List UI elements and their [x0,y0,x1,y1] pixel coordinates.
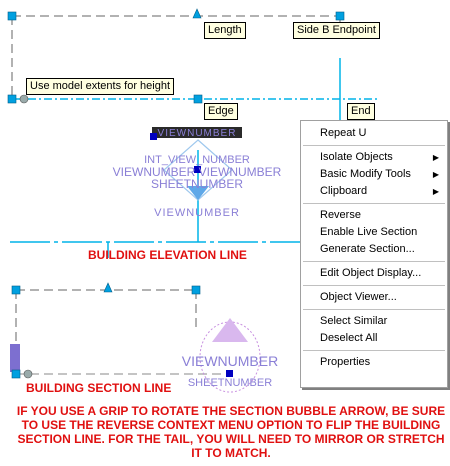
submenu-arrow-icon: ▶ [432,170,439,179]
menu-separator [303,350,445,351]
menu-separator [303,309,445,310]
menu-item-label: Isolate Objects [320,151,393,163]
building-elevation-line-label: BUILDING ELEVATION LINE [88,248,247,262]
menu-separator [303,261,445,262]
building-section-line-label: BUILDING SECTION LINE [26,381,172,395]
menu-item-object-viewer[interactable]: Object Viewer... [301,289,447,306]
submenu-arrow-icon: ▶ [432,153,439,162]
menu-item-label: Repeat U [320,127,367,139]
elevation-symbol [150,127,242,201]
menu-item-label: Reverse [320,209,361,221]
menu-item-label: Generate Section... [320,243,415,255]
elevation-tag-top: VIEWNUMBER [158,128,237,139]
menu-item-clipboard[interactable]: Clipboard ▶ [301,183,447,200]
section-tag-sheet: SHEETNUMBER [188,377,272,389]
submenu-arrow-icon: ▶ [432,187,439,196]
section-tag-view: VIEWNUMBER [182,353,278,369]
elevation-tag-int: INT_VIEW_NUMBER [144,154,250,166]
length-tooltip: Length [204,22,246,39]
menu-separator [303,145,445,146]
menu-item-label: Enable Live Section [320,226,418,238]
side-b-endpoint-tooltip: Side B Endpoint [293,22,380,39]
section-bubble [10,318,261,393]
menu-item-properties[interactable]: Properties [301,354,447,371]
menu-item-deselect-all[interactable]: Deselect All [301,330,447,347]
menu-separator [303,203,445,204]
elevation-tag-sheet: SHEETNUMBER [151,177,243,191]
menu-item-repeat[interactable]: Repeat U [301,125,447,142]
elevation-grips[interactable] [7,8,345,104]
menu-item-enable-live-section[interactable]: Enable Live Section [301,224,447,241]
menu-item-isolate-objects[interactable]: Isolate Objects ▶ [301,149,447,166]
menu-item-label: Basic Modify Tools [320,168,411,180]
model-extents-tooltip: Use model extents for height [26,78,175,95]
section-boundary [15,289,197,374]
menu-item-edit-object-display[interactable]: Edit Object Display... [301,265,447,282]
instruction-note: IF YOU USE A GRIP TO ROTATE THE SECTION … [16,404,446,460]
menu-item-label: Clipboard [320,185,368,197]
elevation-tag-bottom: VIEWNUMBER [154,207,240,219]
menu-item-basic-modify-tools[interactable]: Basic Modify Tools ▶ [301,166,447,183]
menu-item-select-similar[interactable]: Select Similar [301,313,447,330]
menu-separator [303,285,445,286]
context-menu: Repeat U Isolate Objects ▶ Basic Modify T… [300,120,448,388]
menu-item-label: Object Viewer... [320,291,397,303]
menu-item-label: Properties [320,356,371,368]
menu-item-label: Deselect All [320,332,378,344]
section-grips[interactable] [11,282,201,379]
elevation-tag-mid: VIEWNUMBER VIEWNUMBER [113,165,282,179]
menu-item-generate-section[interactable]: Generate Section... [301,241,447,258]
menu-item-label: Select Similar [320,315,388,327]
end-tooltip: End [347,103,375,120]
menu-item-reverse[interactable]: Reverse [301,207,447,224]
edge-tooltip: Edge [204,103,238,120]
menu-item-label: Edit Object Display... [320,267,422,279]
